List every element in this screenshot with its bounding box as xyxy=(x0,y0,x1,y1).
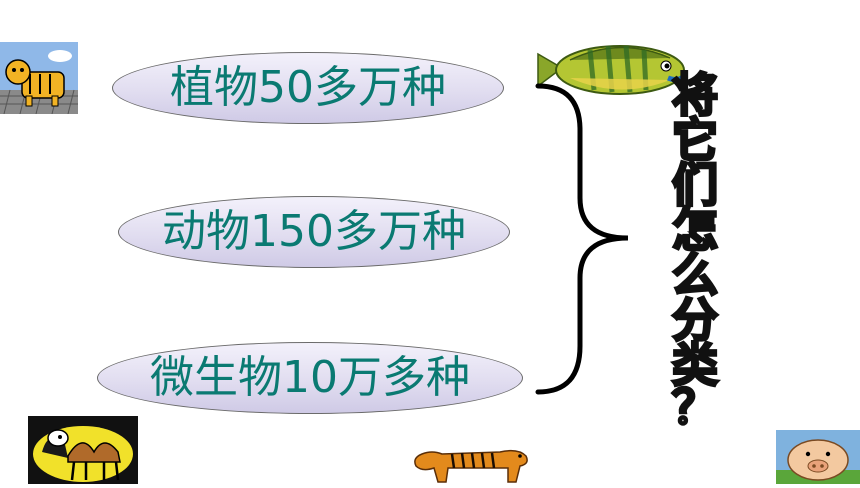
question-char: 类 xyxy=(671,338,720,392)
plants-count-label: 植物50多万种 xyxy=(170,62,446,113)
question-char: 么 xyxy=(671,248,720,302)
question-char: 们 xyxy=(671,158,720,212)
question-char: 怎 xyxy=(671,203,720,257)
question-char: 将 xyxy=(671,68,720,122)
microbes-count-label: 微生物10万多种 xyxy=(150,352,470,403)
animals-count-oval: 动物150多万种 xyxy=(118,196,510,268)
question-char: 它 xyxy=(671,113,720,167)
camel-cartoon-icon xyxy=(28,416,138,484)
curly-brace xyxy=(532,80,636,400)
microbes-count-oval: 微生物10万多种 xyxy=(97,342,523,414)
tiger-icon xyxy=(408,436,532,484)
fish-icon xyxy=(530,36,690,102)
pig-cartoon-icon xyxy=(776,430,860,484)
plants-count-oval: 植物50多万种 xyxy=(112,52,504,124)
animals-count-label: 动物150多万种 xyxy=(162,206,466,257)
question-char: 分 xyxy=(671,293,720,347)
tiger-cartoon-icon xyxy=(0,42,78,115)
question-char: ？ xyxy=(671,380,720,434)
